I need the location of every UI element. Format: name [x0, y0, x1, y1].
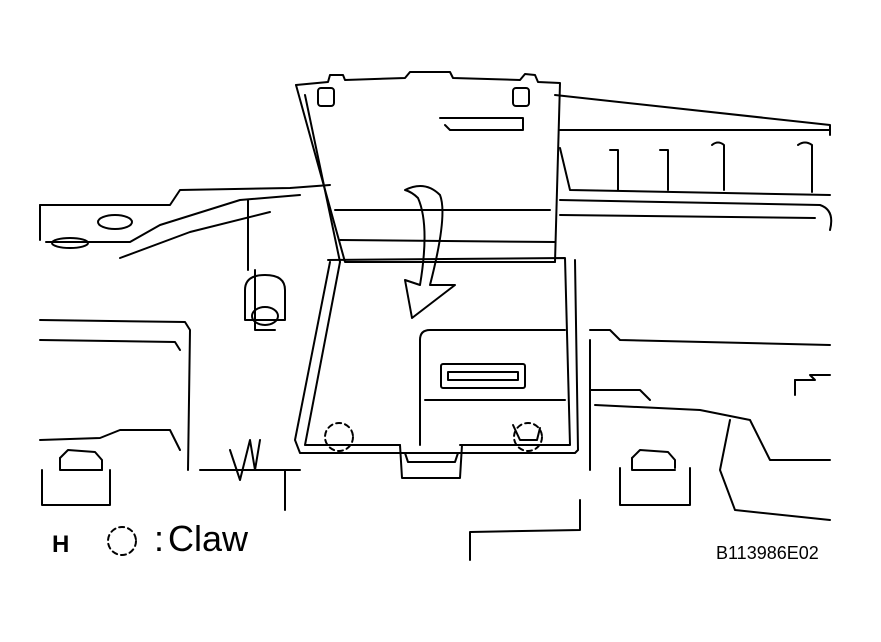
dashed-circle-icon [107, 526, 137, 556]
reference-code: B113986E02 [716, 543, 819, 563]
claw-detail-right [512, 424, 541, 441]
legend-separator: : [154, 518, 165, 559]
dashboard-panel-lines [39, 184, 331, 511]
claw-marker-right [513, 422, 543, 452]
storage-compartment [294, 257, 579, 479]
hinged-cover [295, 71, 561, 263]
lower-right-bracket [469, 339, 691, 561]
claw-marker-left [324, 422, 354, 452]
upper-vent-structure [554, 94, 833, 521]
rotation-arrow [404, 185, 456, 319]
legend-claw-label: Claw [168, 518, 249, 559]
view-label: H [52, 531, 70, 558]
lower-left-bracket [41, 449, 111, 506]
